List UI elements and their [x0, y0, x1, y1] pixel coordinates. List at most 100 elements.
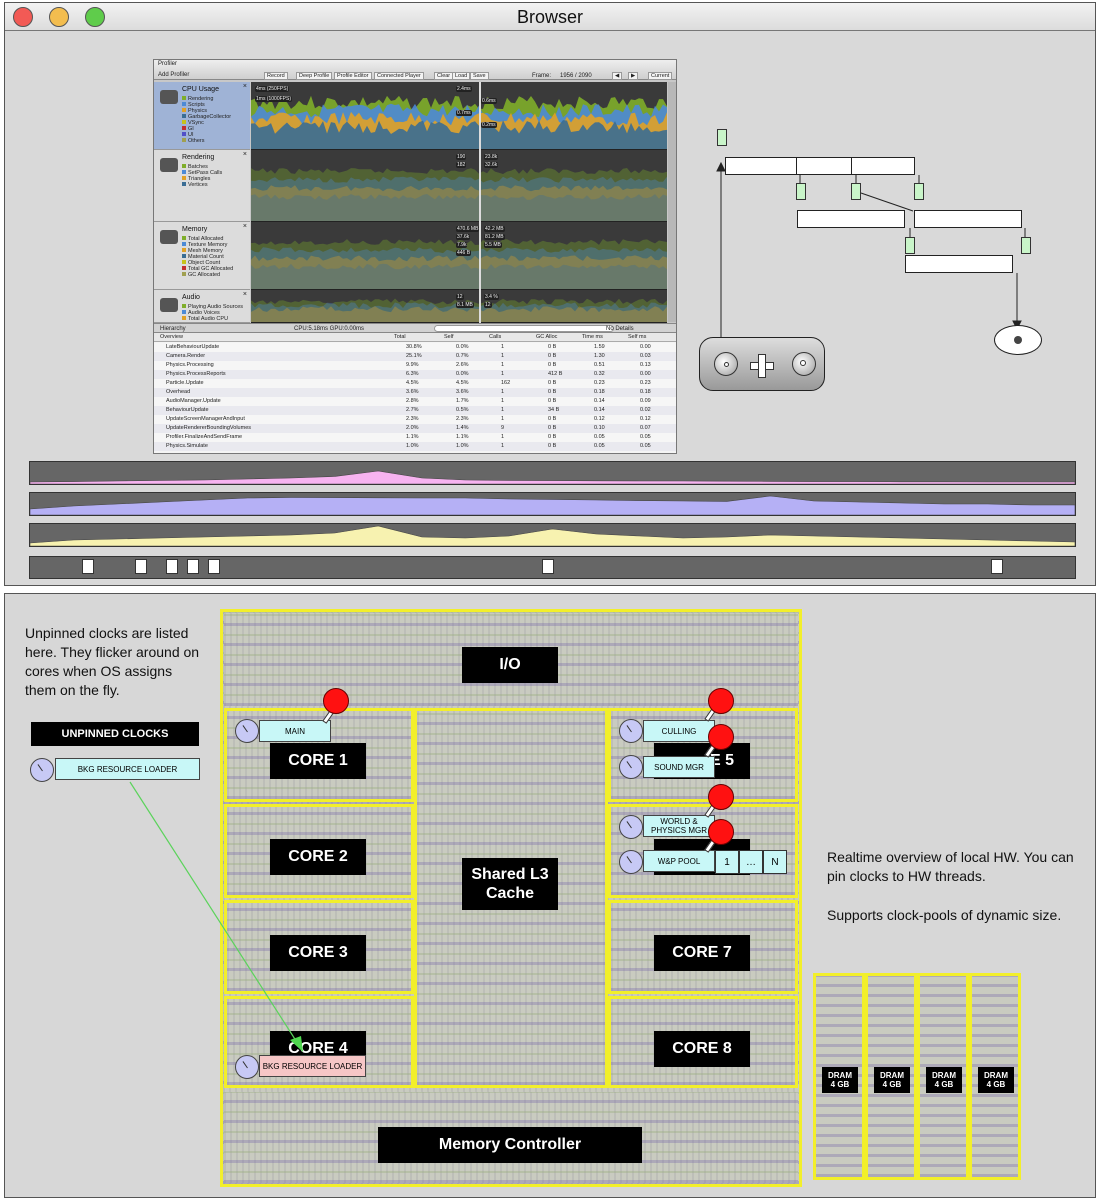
- add-profiler-dropdown[interactable]: Add Profiler: [158, 72, 190, 78]
- frame-marker[interactable]: [134, 559, 147, 574]
- dram-module-2[interactable]: DRAM 4 GB: [865, 973, 917, 1180]
- frame-marker[interactable]: [165, 559, 178, 574]
- legend-item[interactable]: Audio Voices: [182, 310, 220, 316]
- frame-marker[interactable]: [991, 559, 1004, 574]
- graph-node-box[interactable]: [905, 255, 1013, 273]
- graph-node-port[interactable]: [796, 183, 806, 200]
- frame-marker[interactable]: [186, 559, 199, 574]
- graph-node-port[interactable]: [1021, 237, 1031, 254]
- graph-node-port[interactable]: [717, 129, 727, 146]
- column-header[interactable]: Calls: [489, 334, 502, 340]
- deep-profile-button[interactable]: Deep Profile: [296, 72, 333, 80]
- profiler-tab[interactable]: Profiler: [158, 61, 178, 67]
- record-button[interactable]: Record: [264, 72, 288, 80]
- pin-icon[interactable]: [708, 688, 734, 714]
- clock-pool-wp[interactable]: W&P POOL: [643, 850, 715, 872]
- graph-node-box[interactable]: [797, 210, 905, 228]
- legend-item[interactable]: Playing Audio Sources: [182, 304, 243, 310]
- charts-scrollbar[interactable]: [668, 82, 676, 322]
- legend-item[interactable]: Total Audio CPU: [182, 316, 228, 322]
- load-button[interactable]: Load: [452, 72, 471, 80]
- column-header[interactable]: GC Alloc: [536, 334, 558, 340]
- legend-item[interactable]: SetPass Calls: [182, 170, 222, 176]
- clock-sound-mgr[interactable]: SOUND MGR: [643, 756, 715, 778]
- legend-item[interactable]: GI: [182, 126, 194, 132]
- graph-node-port[interactable]: [851, 183, 861, 200]
- legend-item[interactable]: VSync: [182, 120, 204, 126]
- column-header[interactable]: Time ms: [582, 334, 603, 340]
- dram-module-3[interactable]: DRAM 4 GB: [917, 973, 969, 1180]
- clock-bkg-loader-on-core[interactable]: BKG RESOURCE LOADER: [259, 1055, 366, 1077]
- timeline-track[interactable]: [29, 461, 1076, 485]
- column-header[interactable]: Overview: [160, 334, 183, 340]
- legend-item[interactable]: GC Allocated: [182, 272, 220, 278]
- legend-item[interactable]: Material Count: [182, 254, 224, 260]
- timeline-track[interactable]: [29, 492, 1076, 516]
- legend-item[interactable]: Total Allocated: [182, 236, 223, 242]
- close-icon[interactable]: ×: [242, 151, 247, 158]
- timeline-track[interactable]: [29, 523, 1076, 547]
- clock-world-physics[interactable]: WORLD & PHYSICS MGR: [643, 815, 715, 837]
- search-input[interactable]: [434, 325, 614, 332]
- current-frame-button[interactable]: Current: [648, 72, 673, 80]
- clock-main[interactable]: MAIN: [259, 720, 331, 742]
- zoom-window-button[interactable]: [85, 7, 105, 27]
- legend-item[interactable]: Rendering: [182, 96, 213, 102]
- legend-item[interactable]: Object Count: [182, 260, 220, 266]
- minimize-window-button[interactable]: [49, 7, 69, 27]
- legend-item[interactable]: GarbageCollector: [182, 114, 231, 120]
- column-header[interactable]: Total: [394, 334, 406, 340]
- prev-frame-button[interactable]: ◀: [612, 72, 623, 80]
- close-icon[interactable]: ×: [242, 223, 247, 230]
- graph-node-box[interactable]: [725, 157, 915, 175]
- save-button[interactable]: Save: [470, 72, 489, 80]
- frame-cursor[interactable]: [479, 82, 481, 323]
- frame-marker[interactable]: [542, 559, 555, 574]
- legend-item[interactable]: Others: [182, 138, 205, 144]
- column-header[interactable]: Self: [444, 334, 454, 340]
- graph-node-port[interactable]: [914, 183, 924, 200]
- frame-marker[interactable]: [82, 559, 95, 574]
- column-header[interactable]: Self ms: [628, 334, 647, 340]
- frame-marker-track[interactable]: [29, 556, 1076, 579]
- pin-icon[interactable]: [708, 724, 734, 750]
- close-icon[interactable]: ×: [242, 83, 247, 90]
- hierarchy-dropdown[interactable]: Hierarchy: [160, 326, 186, 332]
- dram-module-4[interactable]: DRAM 4 GB: [969, 973, 1021, 1180]
- legend-item[interactable]: Physics: [182, 108, 207, 114]
- pool-slot-last[interactable]: N: [763, 850, 787, 874]
- legend-item[interactable]: Batches: [182, 164, 208, 170]
- graph-node-port[interactable]: [905, 237, 915, 254]
- profile-editor-button[interactable]: Profile Editor: [334, 72, 372, 80]
- graph-node-box[interactable]: [914, 210, 1022, 228]
- details-dropdown[interactable]: No Details: [606, 326, 634, 332]
- legend-item[interactable]: Total GC Allocated: [182, 266, 233, 272]
- close-icon[interactable]: ×: [242, 291, 247, 298]
- pool-slot-first[interactable]: 1: [715, 850, 739, 874]
- pin-icon[interactable]: [708, 784, 734, 810]
- connected-player-dropdown[interactable]: Connected Player: [374, 72, 424, 80]
- close-window-button[interactable]: [13, 7, 33, 27]
- gamepad-icon[interactable]: [699, 337, 825, 391]
- legend-item[interactable]: Texture Memory: [182, 242, 227, 248]
- legend-item[interactable]: Scripts: [182, 102, 205, 108]
